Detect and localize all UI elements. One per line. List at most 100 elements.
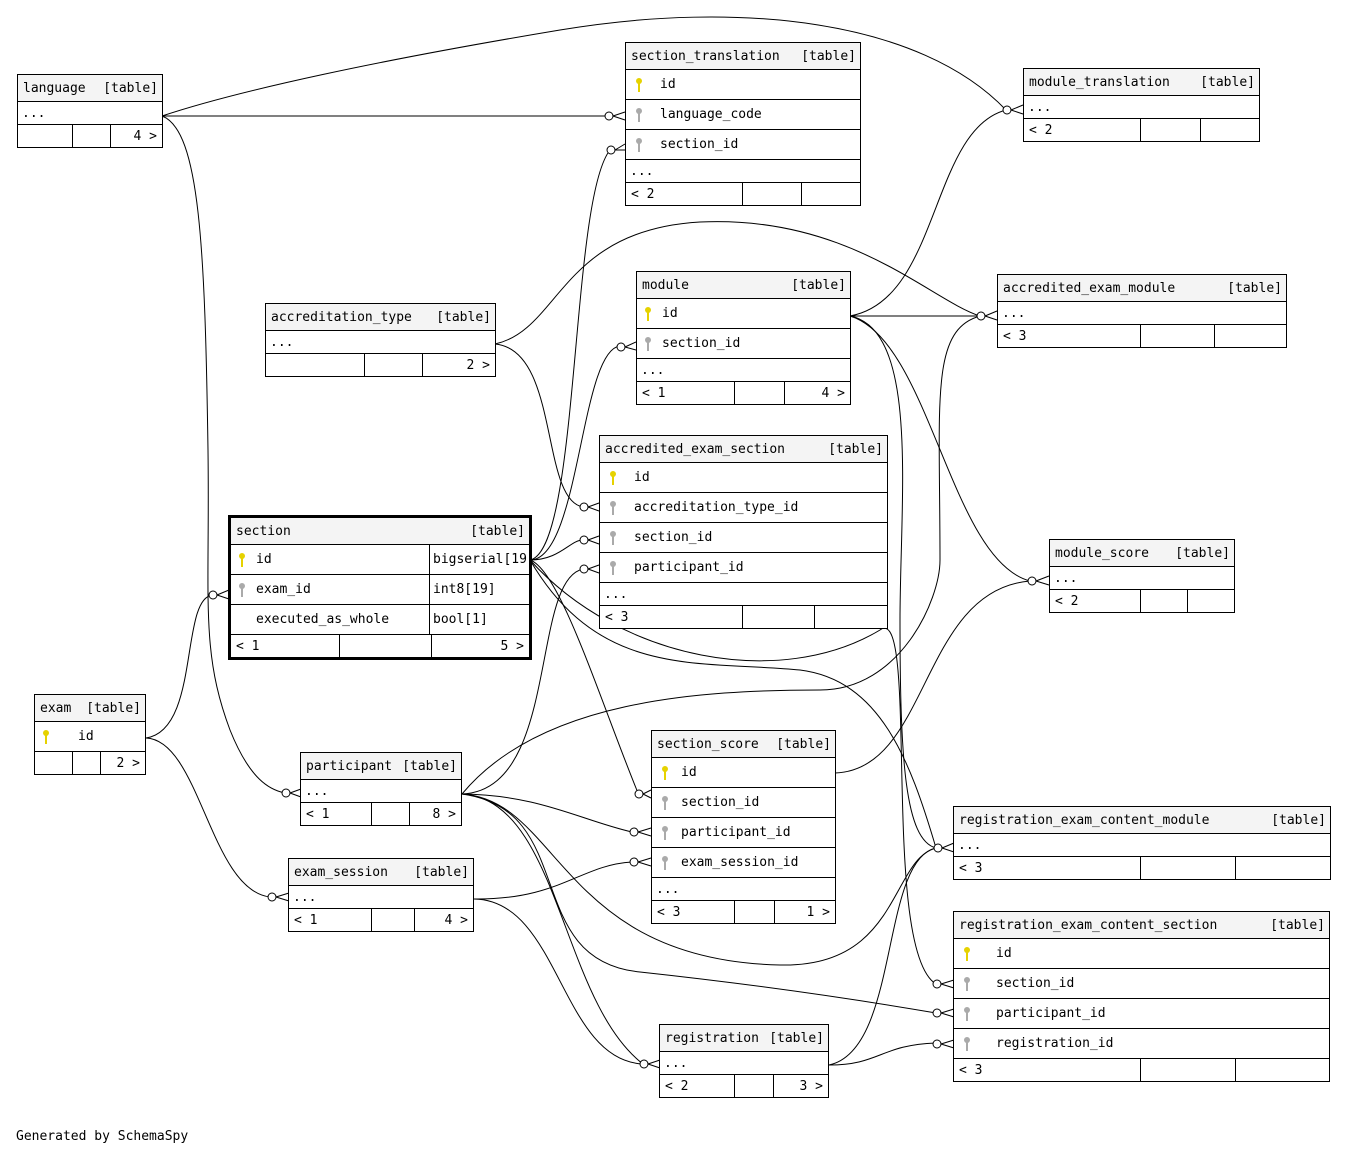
children-count[interactable]: 4 > — [784, 382, 850, 404]
children-count[interactable]: 4 > — [110, 125, 162, 147]
column-type: bigserial[19 — [429, 545, 529, 574]
edge-end-marker — [976, 311, 986, 321]
table-registration-exam-content-section[interactable]: registration_exam_content_section[table]… — [953, 911, 1330, 1082]
foreign-key-icon — [954, 1036, 980, 1052]
column-row: section_id — [637, 329, 850, 359]
relationship-footer: < 1 5 > — [231, 635, 529, 657]
column-name: participant_id — [634, 560, 744, 575]
foreign-key-icon — [652, 825, 678, 841]
edge-registration-recm — [828, 847, 937, 1066]
foreign-key-icon — [626, 107, 652, 123]
columns-ellipsis: ... — [301, 780, 461, 803]
crows-foot — [940, 979, 955, 989]
edge-language-participant — [161, 115, 286, 794]
footer-spacer — [364, 354, 422, 376]
table-name: registration_exam_content_section — [959, 917, 1218, 933]
column-name: section_id — [634, 530, 713, 545]
table-tag: [table] — [776, 736, 831, 752]
relationship-footer: < 3 — [954, 857, 1330, 879]
children-count[interactable]: 4 > — [414, 909, 473, 931]
parents-count — [18, 125, 72, 147]
parents-count[interactable]: < 2 — [665, 1078, 689, 1094]
primary-key-icon — [626, 77, 652, 93]
parents-count[interactable]: < 2 — [1055, 593, 1079, 609]
edge-end-marker — [579, 535, 589, 545]
parents-count[interactable]: < 1 — [642, 385, 666, 401]
edge-end-marker — [932, 1039, 942, 1049]
children-count[interactable]: 2 > — [422, 354, 495, 376]
table-header: module[table] — [637, 272, 850, 299]
parents-count[interactable]: < 1 — [294, 912, 318, 928]
table-module-score[interactable]: module_score[table] ... < 2 — [1049, 539, 1235, 613]
parents-count[interactable]: < 3 — [959, 1062, 983, 1078]
table-name: participant — [306, 758, 393, 774]
edge-module-recm — [849, 315, 937, 849]
foreign-key-icon — [600, 530, 626, 546]
table-accredited-exam-module[interactable]: accredited_exam_module[table] ... < 3 — [997, 274, 1287, 348]
edge-section-accredited-section — [529, 539, 584, 561]
table-section-score[interactable]: section_score[table] id section_id parti… — [651, 730, 836, 924]
children-count[interactable]: 5 > — [431, 635, 529, 657]
column-row: section_id — [954, 969, 1329, 999]
columns-ellipsis: ... — [637, 359, 850, 382]
table-header: language[table] — [18, 75, 162, 102]
parents-count[interactable]: < 3 — [1003, 328, 1027, 344]
table-tag: [table] — [791, 277, 846, 293]
column-name: id — [662, 306, 678, 321]
edge-end-marker — [933, 843, 943, 853]
table-language[interactable]: language[table] ... 4 > — [17, 74, 163, 148]
children-count — [1214, 325, 1286, 347]
children-count[interactable]: 1 > — [774, 901, 835, 923]
edge-exam-session-registration — [473, 898, 644, 1065]
table-name: registration — [665, 1030, 759, 1046]
table-accredited-exam-section[interactable]: accredited_exam_section[table] id accred… — [599, 435, 888, 629]
column-row: id — [626, 70, 860, 100]
table-accreditation-type[interactable]: accreditation_type[table] ... 2 > — [265, 303, 496, 377]
table-header: exam[table] — [35, 695, 145, 722]
parents-count[interactable]: < 1 — [306, 806, 330, 822]
edge-end-marker — [639, 1059, 649, 1069]
columns-ellipsis: ... — [954, 834, 1330, 857]
parents-count[interactable]: < 1 — [236, 638, 260, 654]
table-tag: [table] — [801, 48, 856, 64]
table-registration[interactable]: registration[table] ... < 2 3 > — [659, 1024, 829, 1098]
children-count[interactable]: 2 > — [100, 752, 145, 774]
footer-spacer — [1140, 590, 1187, 612]
columns-ellipsis: ... — [1050, 567, 1234, 590]
crows-foot — [984, 310, 998, 321]
parents-count[interactable]: < 2 — [1029, 122, 1053, 138]
crows-foot — [612, 111, 626, 121]
foreign-key-icon — [626, 137, 652, 153]
table-section-translation[interactable]: section_translation[table] id language_c… — [625, 42, 861, 206]
primary-key-icon — [637, 306, 659, 322]
table-tag: [table] — [769, 1030, 824, 1046]
column-name: id — [681, 765, 697, 780]
table-exam-session[interactable]: exam_session[table] ... < 1 4 > — [288, 858, 474, 932]
table-participant[interactable]: participant[table] ... < 1 8 > — [300, 752, 462, 826]
primary-key-icon — [652, 765, 678, 781]
crows-foot — [940, 1008, 955, 1018]
table-exam[interactable]: exam[table] id 2 > — [34, 694, 146, 775]
parents-count[interactable]: < 2 — [631, 186, 655, 202]
edge-end-marker — [932, 979, 942, 989]
footer-spacer — [371, 909, 414, 931]
table-module-translation[interactable]: module_translation[table] ... < 2 — [1023, 68, 1260, 142]
footer-spacer — [72, 125, 110, 147]
children-count[interactable]: 8 > — [409, 803, 461, 825]
table-tag: [table] — [828, 441, 883, 457]
table-registration-exam-content-module[interactable]: registration_exam_content_module[table] … — [953, 806, 1331, 880]
parents-count[interactable]: < 3 — [605, 609, 629, 625]
parents-count[interactable]: < 3 — [959, 860, 983, 876]
children-count[interactable]: 3 > — [773, 1075, 828, 1097]
edge-end-marker — [281, 788, 291, 798]
footer-spacer — [1140, 119, 1200, 141]
edge-end-marker — [606, 145, 616, 155]
table-header: module_score[table] — [1050, 540, 1234, 567]
table-module[interactable]: module[table] id section_id ... < 1 4 > — [636, 271, 851, 405]
table-header: participant[table] — [301, 753, 461, 780]
crows-foot — [647, 1059, 661, 1069]
parents-count[interactable]: < 3 — [657, 904, 681, 920]
column-row: section_id — [600, 523, 887, 553]
edge-participant-section-score — [461, 793, 633, 833]
